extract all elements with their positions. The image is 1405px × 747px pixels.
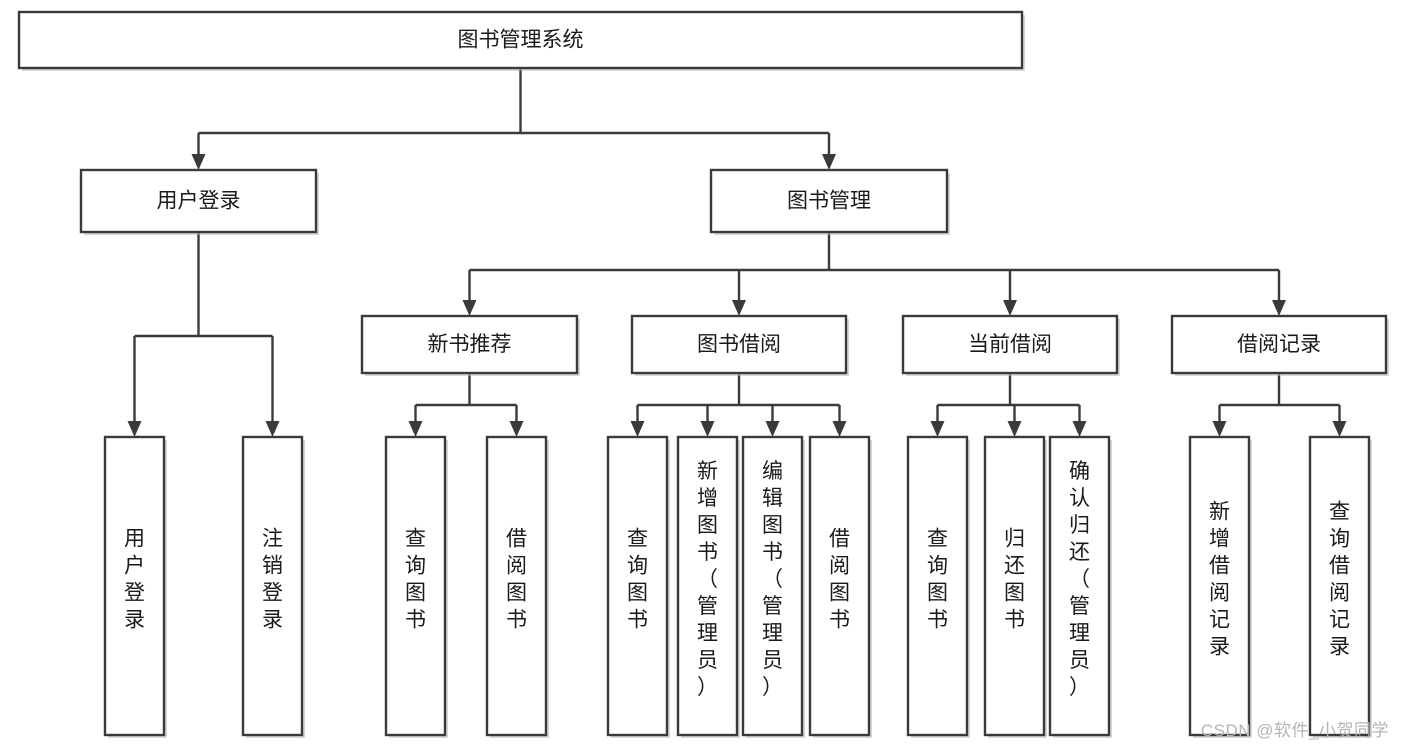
node-leaf-user-login[interactable]: 用户登录 <box>103 435 167 738</box>
node-label: 查询借阅记录 <box>1329 501 1350 659</box>
arrow-head-icon <box>1272 300 1286 316</box>
node-label: 新增借阅记录 <box>1209 501 1230 659</box>
node-current-borrow[interactable]: 当前借阅 <box>901 314 1120 376</box>
node-leaf-query-book-recommend[interactable]: 查询图书 <box>384 435 448 738</box>
node-leaf-query-book-borrow[interactable]: 查询图书 <box>606 435 670 738</box>
arrow-head-icon <box>191 154 206 170</box>
arrow-head-icon <box>1072 421 1087 437</box>
node-leaf-confirm-return-admin[interactable]: 确认归还（管理员） <box>1048 435 1112 738</box>
node-book-management[interactable]: 图书管理 <box>709 168 950 235</box>
arrow-head-icon <box>732 300 746 316</box>
node-label: 注销登录 <box>262 528 283 632</box>
arrow-head-icon <box>1332 421 1347 437</box>
arrow-head-icon <box>1212 421 1227 437</box>
node-label: 借阅图书 <box>829 528 850 632</box>
arrow-head-icon <box>408 421 423 437</box>
node-label: 图书借阅 <box>697 333 781 356</box>
node-label: 归还图书 <box>1004 528 1025 632</box>
node-label: 查询图书 <box>405 528 426 632</box>
node-user-login[interactable]: 用户登录 <box>79 168 319 235</box>
arrow-head-icon <box>700 421 715 437</box>
node-label: 查询图书 <box>927 528 948 632</box>
node-leaf-edit-book-admin[interactable]: 编辑图书（管理员） <box>741 435 805 738</box>
node-leaf-add-borrow-record[interactable]: 新增借阅记录 <box>1188 435 1252 738</box>
node-label: 借阅记录 <box>1237 333 1321 356</box>
node-label: 用户登录 <box>157 190 241 213</box>
arrow-head-icon <box>765 421 780 437</box>
arrow-head-icon <box>127 421 142 437</box>
node-label: 新增图书（管理员） <box>697 460 718 699</box>
node-layer: 图书管理系统用户登录图书管理新书推荐图书借阅当前借阅借阅记录用户登录注销登录查询… <box>17 10 1389 738</box>
node-label: 确认归还（管理员） <box>1069 460 1090 699</box>
arrow-head-icon <box>630 421 645 437</box>
node-leaf-return-book[interactable]: 归还图书 <box>983 435 1047 738</box>
arrow-head-icon <box>930 421 945 437</box>
node-label: 新书推荐 <box>428 333 512 356</box>
node-label: 当前借阅 <box>968 333 1052 356</box>
node-label: 用户登录 <box>124 528 145 632</box>
node-borrow-record[interactable]: 借阅记录 <box>1170 314 1389 376</box>
node-leaf-borrow-book-recommend[interactable]: 借阅图书 <box>485 435 549 738</box>
node-leaf-query-borrow-record[interactable]: 查询借阅记录 <box>1308 435 1372 738</box>
node-new-book-recommend[interactable]: 新书推荐 <box>360 314 580 376</box>
arrow-head-icon <box>509 421 524 437</box>
node-book-borrow[interactable]: 图书借阅 <box>630 314 849 376</box>
node-label: 查询图书 <box>627 528 648 632</box>
arrow-head-icon <box>265 421 280 437</box>
node-label: 图书管理 <box>787 190 871 213</box>
arrow-head-icon <box>462 300 477 316</box>
node-root-system[interactable]: 图书管理系统 <box>17 10 1025 71</box>
node-label: 借阅图书 <box>506 528 527 632</box>
csdn-watermark: CSDN @软件_小贺同学 <box>1200 721 1389 740</box>
node-leaf-add-book-admin[interactable]: 新增图书（管理员） <box>676 435 740 738</box>
node-leaf-query-book-current[interactable]: 查询图书 <box>906 435 970 738</box>
node-leaf-borrow-book[interactable]: 借阅图书 <box>808 435 872 738</box>
node-label: 图书管理系统 <box>458 29 584 52</box>
arrow-head-icon <box>1007 421 1022 437</box>
node-label: 编辑图书（管理员） <box>762 460 783 699</box>
arrow-head-icon <box>832 421 847 437</box>
node-leaf-logout[interactable]: 注销登录 <box>241 435 305 738</box>
connector-layer <box>127 68 1347 437</box>
arrow-head-icon <box>1003 300 1017 316</box>
arrow-head-icon <box>822 154 836 170</box>
